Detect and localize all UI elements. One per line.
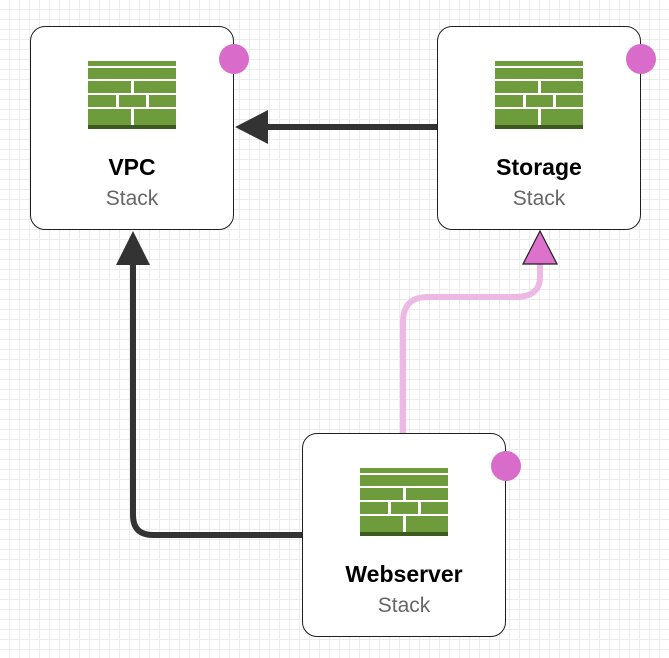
edge-line — [400, 264, 543, 433]
node-storage[interactable]: Storage Stack — [437, 26, 656, 230]
node-title: Storage — [496, 154, 582, 180]
arrowhead-icon — [235, 110, 268, 144]
node-vpc[interactable]: VPC Stack — [30, 26, 249, 230]
arrowhead-icon — [116, 231, 150, 265]
status-badge — [219, 44, 249, 74]
status-badge — [626, 44, 656, 74]
node-subtitle: Stack — [377, 594, 431, 617]
firewall-icon — [88, 61, 176, 129]
edge-webserver-to-storage[interactable] — [400, 229, 558, 433]
node-title: Webserver — [345, 561, 463, 587]
node-title: VPC — [108, 154, 156, 180]
node-subtitle: Stack — [512, 187, 566, 210]
firewall-icon — [495, 61, 583, 129]
node-webserver[interactable]: Webserver Stack — [302, 433, 521, 637]
arrowhead-icon — [522, 229, 558, 265]
status-badge — [491, 451, 521, 481]
edge-webserver-to-vpc[interactable] — [116, 231, 302, 538]
node-subtitle: Stack — [105, 187, 159, 210]
edge-storage-to-vpc[interactable] — [235, 110, 437, 144]
firewall-icon — [360, 468, 448, 536]
edge-line — [130, 265, 302, 538]
